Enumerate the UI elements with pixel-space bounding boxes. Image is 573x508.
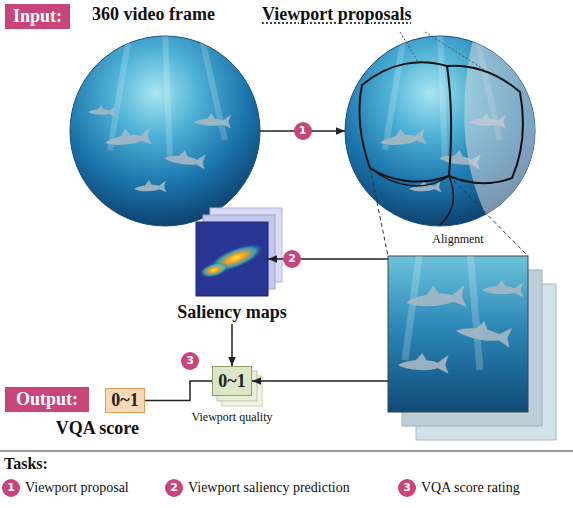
node-label: 0~1 xyxy=(218,371,245,392)
arrow-connector xyxy=(145,381,212,401)
section-heading: Tasks: xyxy=(4,455,48,473)
callout-number: 1 xyxy=(294,122,312,140)
arrow-connector xyxy=(228,324,236,366)
divider-rule xyxy=(0,451,573,452)
legend-text: Viewport saliency prediction xyxy=(188,480,350,496)
legend-text: VQA score rating xyxy=(421,480,520,496)
saliency-map: Saliency maps xyxy=(196,222,268,324)
node-caption: 360 video frame xyxy=(92,4,215,25)
output-tag: Output: xyxy=(5,387,89,412)
callout-number: 3 xyxy=(181,352,199,370)
connector-line xyxy=(145,381,212,401)
connector-line xyxy=(252,380,388,382)
node-caption: VQA score xyxy=(56,418,139,439)
input-tag: Input: xyxy=(5,4,70,29)
sphere-illustration xyxy=(345,20,560,256)
score-box: 0~1Viewport quality xyxy=(212,366,252,396)
legend-text: Viewport proposal xyxy=(25,480,129,496)
node-label: 0~1 xyxy=(111,390,138,411)
node-caption: Saliency maps xyxy=(177,302,287,323)
score-box: 0~1VQA score xyxy=(105,388,145,413)
callout-number: 2 xyxy=(283,250,301,268)
arrow-head xyxy=(336,127,345,135)
callout-number: 1 xyxy=(2,479,20,497)
sphere-frame: 360 video frame xyxy=(70,36,260,226)
sphere-illustration xyxy=(70,30,260,226)
node-label: Output: xyxy=(16,389,78,410)
callout-number: 3 xyxy=(398,479,416,497)
sphere-frame: Viewport proposals xyxy=(345,36,535,226)
arrow-head xyxy=(268,255,277,263)
arrow-connector xyxy=(252,377,388,385)
node-caption: Viewport quality xyxy=(192,411,273,425)
arrow-head xyxy=(252,377,261,385)
saliency-illustration xyxy=(196,208,282,296)
callout-number: 2 xyxy=(165,479,183,497)
viewport-image-stack xyxy=(388,250,556,440)
quality-stack xyxy=(217,371,262,406)
node-label: Input: xyxy=(13,6,62,27)
node-caption: Alignment xyxy=(432,233,483,247)
legend-item: 1 Viewport proposal xyxy=(2,479,129,497)
legend-item: 3 VQA score rating xyxy=(398,479,520,497)
legend-item: 2 Viewport saliency prediction xyxy=(165,479,350,497)
viewport-image: Alignment xyxy=(388,256,528,412)
arrow-head xyxy=(228,357,236,366)
node-caption: Viewport proposals xyxy=(262,4,412,25)
